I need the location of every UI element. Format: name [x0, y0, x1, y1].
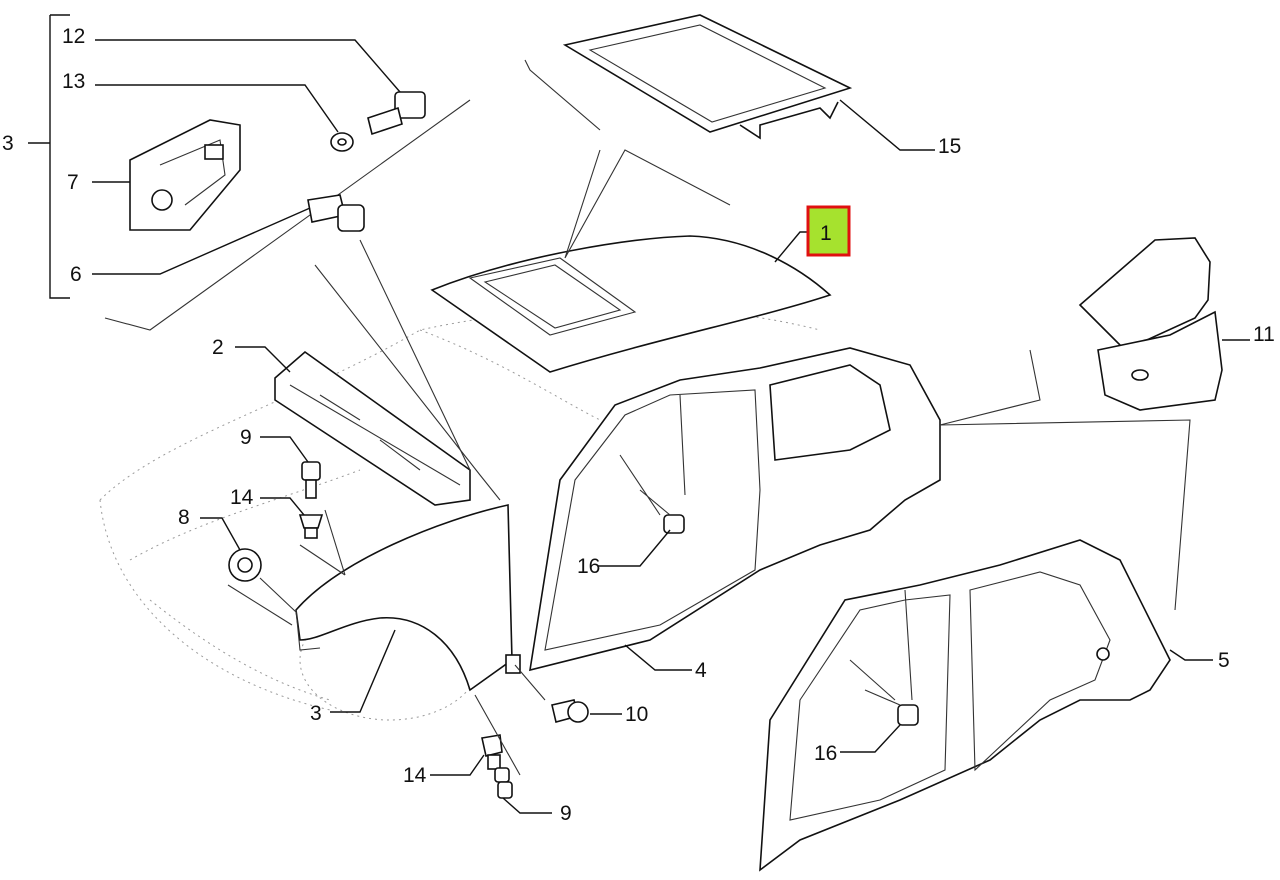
part-1-roof-panel[interactable] — [430, 235, 832, 373]
callout-10[interactable]: 10 — [625, 703, 648, 726]
callout-14-bottom[interactable]: 14 — [403, 764, 427, 787]
part-12-bolt[interactable] — [367, 91, 426, 136]
callout-16-top[interactable]: 16 — [577, 555, 600, 578]
part-13-washer[interactable] — [330, 132, 354, 152]
callout-2[interactable]: 2 — [212, 336, 224, 359]
part-14-clip-bottom[interactable] — [481, 734, 503, 770]
part-6-bolt[interactable] — [307, 194, 365, 232]
part-3-front-fender[interactable] — [295, 504, 521, 692]
callout-6[interactable]: 6 — [70, 263, 82, 286]
callout-8[interactable]: 8 — [178, 506, 190, 529]
callout-9-bottom[interactable]: 9 — [560, 802, 572, 825]
callout-11[interactable]: 11 — [1253, 323, 1275, 346]
part-7-bracket[interactable] — [129, 119, 241, 231]
callout-3-top[interactable]: 3 — [2, 132, 14, 155]
callout-16-bottom[interactable]: 16 — [814, 742, 837, 765]
part-10-bolt[interactable] — [551, 699, 589, 723]
part-9-bolt-bottom[interactable] — [494, 767, 513, 799]
callout-12[interactable]: 12 — [62, 25, 85, 48]
callout-14-top[interactable]: 14 — [230, 486, 254, 509]
part-5-body-side-5door[interactable] — [759, 539, 1171, 872]
bracket-group-3 — [28, 14, 471, 331]
part-15-sunroof-frame[interactable] — [562, 14, 853, 140]
callout-15[interactable]: 15 — [938, 135, 961, 158]
part-11-rear-panel[interactable] — [1078, 237, 1223, 411]
callout-13[interactable]: 13 — [62, 70, 85, 93]
callout-9-top[interactable]: 9 — [240, 426, 252, 449]
part-8-nut[interactable] — [228, 548, 262, 582]
callout-7[interactable]: 7 — [67, 171, 79, 194]
part-14-clip-top[interactable] — [298, 514, 324, 539]
part-4-body-side-3door[interactable] — [529, 347, 941, 672]
callout-5[interactable]: 5 — [1218, 649, 1230, 672]
callout-1[interactable]: 1 — [820, 222, 832, 245]
part-9-bolt-top[interactable] — [301, 461, 321, 499]
part-2-cowl-panel[interactable] — [274, 350, 471, 506]
callout-4[interactable]: 4 — [695, 659, 707, 682]
callout-labels: 1 2 3 3 4 5 6 7 8 9 9 10 11 12 13 14 14 … — [2, 25, 1275, 825]
callout-1-highlight — [806, 205, 851, 257]
callout-3-bottom[interactable]: 3 — [310, 702, 322, 725]
leader-lines — [92, 39, 1250, 814]
